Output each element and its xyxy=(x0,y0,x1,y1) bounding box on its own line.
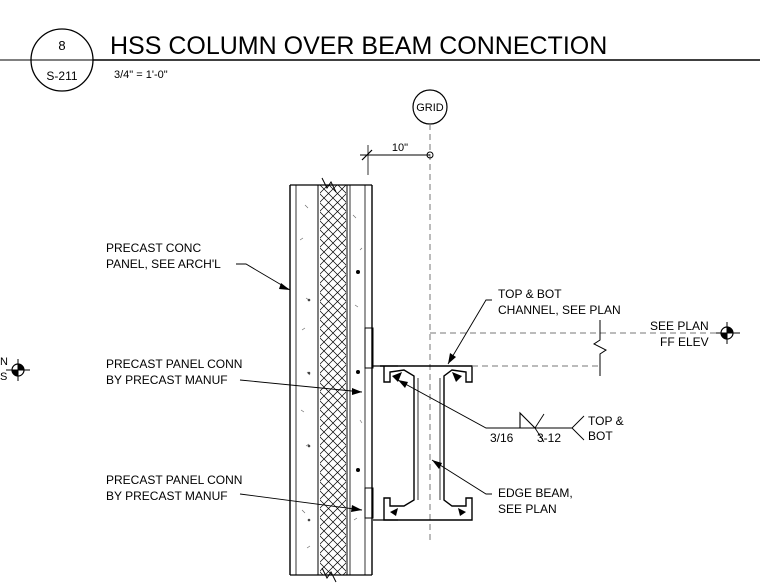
ff-elev-label: FF ELEV xyxy=(660,335,709,349)
svg-text:TOP & BOT: TOP & BOT xyxy=(498,287,562,301)
break-mark-top xyxy=(321,177,337,193)
svg-text:PRECAST PANEL CONN: PRECAST PANEL CONN xyxy=(106,357,242,371)
weld-tail-icon xyxy=(571,415,585,441)
svg-text:CHANNEL, SEE PLAN: CHANNEL, SEE PLAN xyxy=(498,303,621,317)
weld-mark-right xyxy=(452,372,462,382)
edge-beam xyxy=(380,365,473,521)
title-block: 8 S-211 HSS COLUMN OVER BEAM CONNECTION … xyxy=(0,28,760,92)
weld-length-pitch: 3-12 xyxy=(537,431,561,445)
callout-panel-conn-bottom: PRECAST PANEL CONN BY PRECAST MANUF xyxy=(106,473,363,512)
page-title: HSS COLUMN OVER BEAM CONNECTION xyxy=(110,32,607,60)
weld-leader xyxy=(397,379,572,429)
beam-outline xyxy=(380,365,473,521)
callout-precast-panel: PRECAST CONC PANEL, SEE ARCH'L xyxy=(106,241,291,291)
left-edge-text-bottom: S xyxy=(0,371,7,383)
ff-elevation-marker: SEE PLAN FF ELEV xyxy=(430,319,740,376)
svg-text:EDGE BEAM,: EDGE BEAM, xyxy=(498,486,573,500)
panel-connections xyxy=(364,327,398,521)
scale-note: 3/4" = 1'-0" xyxy=(114,69,168,81)
grid-label: GRID xyxy=(416,102,444,114)
weld-symbol: 3/16 3-12 TOP & BOT xyxy=(397,379,624,445)
left-edge-text-top: N xyxy=(0,356,8,368)
weld-size: 3/16 xyxy=(490,431,514,445)
dimension-text: 10" xyxy=(392,142,408,154)
callout-panel-conn-top: PRECAST PANEL CONN BY PRECAST MANUF xyxy=(106,357,363,395)
sheet-number: S-211 xyxy=(46,69,77,83)
break-symbol xyxy=(593,320,607,376)
weld-note-bottom: BOT xyxy=(588,429,613,443)
svg-text:BY PRECAST MANUF: BY PRECAST MANUF xyxy=(106,489,228,503)
svg-text:PRECAST PANEL CONN: PRECAST PANEL CONN xyxy=(106,473,242,487)
svg-text:PRECAST CONC: PRECAST CONC xyxy=(106,241,201,255)
svg-text:SEE PLAN: SEE PLAN xyxy=(498,502,557,516)
weld-note-top: TOP & xyxy=(588,414,624,428)
detail-number: 8 xyxy=(58,38,65,53)
svg-text:BY PRECAST MANUF: BY PRECAST MANUF xyxy=(106,373,228,387)
svg-text:PANEL, SEE ARCH'L: PANEL, SEE ARCH'L xyxy=(106,257,221,271)
weld-mark-left xyxy=(392,372,402,382)
callout-channel: TOP & BOT CHANNEL, SEE PLAN xyxy=(447,287,621,365)
grid-marker: GRID 10" xyxy=(360,89,448,540)
left-edge-marker: N S xyxy=(0,356,30,383)
break-mark-bottom xyxy=(321,567,337,583)
insulation-hatch xyxy=(320,185,346,575)
precast-panel xyxy=(289,177,373,583)
callout-edge-beam: EDGE BEAM, SEE PLAN xyxy=(431,459,573,516)
see-plan-label: SEE PLAN xyxy=(650,319,709,333)
fillet-weld-icon xyxy=(519,411,536,429)
